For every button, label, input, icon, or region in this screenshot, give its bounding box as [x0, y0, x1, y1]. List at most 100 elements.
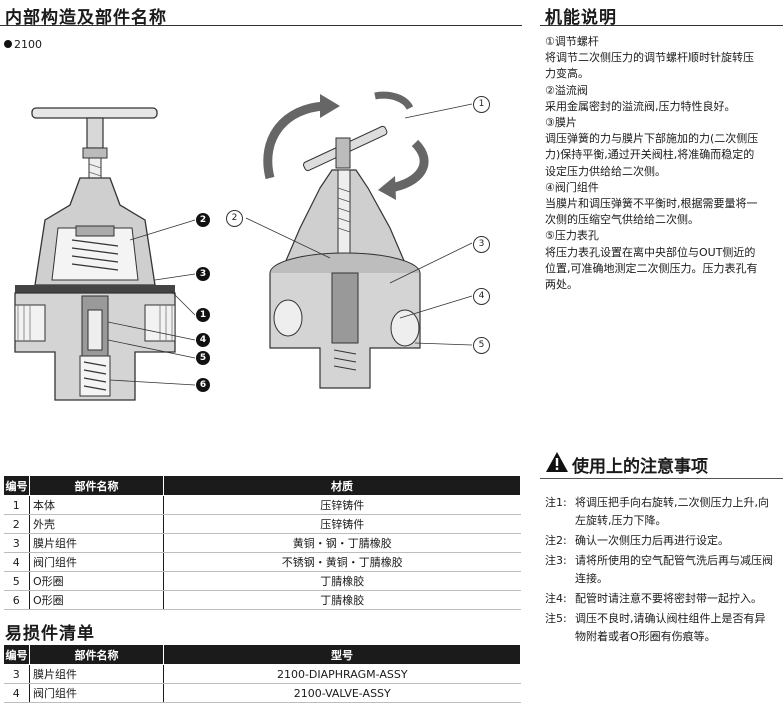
table-row: 2 外壳 压锌铸件 [3, 514, 521, 534]
caution-text: 调压不良时,请确认阀柱组件上是否有异 [575, 612, 766, 625]
table-row: 1 本体 压锌铸件 [3, 495, 521, 515]
table-row: 5 O形圈 丁腈橡胶 [3, 571, 521, 591]
spare-parts-header: 编号 部件名称 型号 [3, 644, 521, 665]
function-text: 当膜片和调压弹簧不平衡时,根据需要量将一 [545, 197, 758, 211]
function-text: 采用金属密封的溢流阀,压力特性良好。 [545, 99, 736, 113]
parts-table: 编号 部件名称 材质 1 本体 压锌铸件 2 外壳 压锌铸件 3 膜片组件 黄铜… [3, 475, 521, 610]
callout-6: 6 [196, 378, 210, 392]
cell-material: 丁腈橡胶 [163, 590, 521, 610]
col-header-name: 部件名称 [29, 644, 164, 665]
function-item-5: ⑤压力表孔 将压力表孔设置在离中央部位与OUT侧近的 位置,可准确地测定二次侧压… [545, 228, 783, 293]
table-row: 4 阀门组件 2100-VALVE-ASSY [3, 683, 521, 703]
function-item-3: ③膜片 调压弹簧的力与膜片下部施加的力(二次侧压 力)保持平衡,通过开关阀柱,将… [545, 115, 783, 180]
cell-no: 4 [3, 552, 30, 572]
function-heading-5: ⑤压力表孔 [545, 229, 599, 243]
cell-material: 黄铜・钢・丁腈橡胶 [163, 533, 521, 553]
caution-text: 配管时请注意不要将密封带一起拧入。 [575, 592, 762, 605]
table-row: 3 膜片组件 黄铜・钢・丁腈橡胶 [3, 533, 521, 553]
cell-no: 4 [3, 683, 30, 703]
cautions-list: 注1: 将调压把手向右旋转,二次侧压力上升,向左旋转,压力下降。 注2: 确认一… [545, 494, 781, 648]
caution-text: 确认一次侧压力后再进行设定。 [575, 534, 729, 547]
col-header-material: 材质 [163, 475, 521, 496]
structure-title: 内部构造及部件名称 [5, 8, 167, 28]
cautions-title-rule [540, 478, 783, 479]
col-header-model: 型号 [163, 644, 521, 665]
cell-material: 压锌铸件 [163, 514, 521, 534]
cell-no: 6 [3, 590, 30, 610]
cell-name: O形圈 [29, 571, 164, 591]
caution-text: 左旋转,压力下降。 [575, 514, 667, 527]
callout-1: 1 [196, 308, 210, 322]
function-heading-1: ①调节螺杆 [545, 35, 599, 48]
model-label: 2100 [4, 38, 42, 51]
function-heading-4: ④阀门组件 [545, 180, 599, 194]
function-item-2: ②溢流阀 采用金属密封的溢流阀,压力特性良好。 [545, 83, 783, 115]
col-header-no: 编号 [3, 644, 30, 665]
model-number: 2100 [14, 38, 42, 51]
cell-name: O形圈 [29, 590, 164, 610]
function-text: 将压力表孔设置在离中央部位与OUT侧近的 [545, 245, 756, 259]
bullet-icon [4, 40, 12, 48]
cautions-title: 使用上的注意事项 [572, 457, 708, 477]
caution-key: 注3: [545, 554, 567, 567]
caution-key: 注1: [545, 496, 567, 509]
spare-parts-table: 编号 部件名称 型号 3 膜片组件 2100-DIAPHRAGM-ASSY 4 … [3, 644, 521, 703]
cell-name: 本体 [29, 495, 164, 515]
col-header-name: 部件名称 [29, 475, 164, 496]
cell-no: 3 [3, 533, 30, 553]
function-list: ①调节螺杆 将调节二次侧压力的调节螺杆顺时针旋转压 力变高。 ②溢流阀 采用金属… [545, 34, 783, 293]
function-item-1: ①调节螺杆 将调节二次侧压力的调节螺杆顺时针旋转压 力变高。 [545, 34, 783, 83]
callout-4-detail: 4 [473, 288, 490, 305]
caution-key: 注4: [545, 592, 567, 605]
cell-name: 阀门组件 [29, 683, 164, 703]
callout-2: 2 [196, 213, 210, 227]
caution-note-2: 注2: 确认一次侧压力后再进行设定。 [545, 532, 781, 550]
cell-name: 膜片组件 [29, 533, 164, 553]
cell-name: 外壳 [29, 514, 164, 534]
function-text: 位置,可准确地测定二次侧压力。压力表孔有 [545, 261, 758, 275]
function-title-rule [540, 25, 783, 26]
table-row: 3 膜片组件 2100-DIAPHRAGM-ASSY [3, 664, 521, 684]
caution-note-5: 注5: 调压不良时,请确认阀柱组件上是否有异物附着或者O形圈有伤痕等。 [545, 610, 781, 646]
col-header-no: 编号 [3, 475, 30, 496]
caution-key: 注2: [545, 534, 567, 547]
table-row: 6 O形圈 丁腈橡胶 [3, 590, 521, 610]
function-text: 力变高。 [545, 67, 589, 81]
callout-1-detail: 1 [473, 96, 490, 113]
cell-material: 压锌铸件 [163, 495, 521, 515]
function-text: 次侧的压缩空气供给给二次侧。 [545, 213, 699, 227]
cell-name: 阀门组件 [29, 552, 164, 572]
cell-no: 3 [3, 664, 30, 684]
cross-section-drawing [14, 107, 196, 401]
function-heading-2: ②溢流阀 [545, 83, 588, 97]
parts-table-header: 编号 部件名称 材质 [3, 475, 521, 496]
perspective-drawing [245, 91, 473, 389]
caution-text: 连接。 [575, 572, 608, 585]
cell-no: 5 [3, 571, 30, 591]
caution-note-1: 注1: 将调压把手向右旋转,二次侧压力上升,向左旋转,压力下降。 [545, 494, 781, 530]
function-text: 调压弹簧的力与膜片下部施加的力(二次侧压 [545, 132, 759, 146]
function-item-4: ④阀门组件 当膜片和调压弹簧不平衡时,根据需要量将一 次侧的压缩空气供给给二次侧… [545, 180, 783, 229]
function-text: 两处。 [545, 278, 578, 292]
function-title: 机能说明 [545, 8, 617, 28]
callout-2-detail: 2 [226, 210, 243, 227]
caution-text: 请将所使用的空气配管气洗后再与减压阀 [575, 554, 773, 567]
caution-text: 物附着或者O形圈有伤痕等。 [575, 630, 716, 643]
function-text: 力)保持平衡,通过开关阀柱,将准确而稳定的 [545, 148, 755, 162]
callout-4: 4 [196, 333, 210, 347]
function-text: 设定压力供给给二次侧。 [545, 164, 666, 178]
cell-material: 不锈钢・黄铜・丁腈橡胶 [163, 552, 521, 572]
caution-note-4: 注4: 配管时请注意不要将密封带一起拧入。 [545, 590, 781, 608]
cell-material: 丁腈橡胶 [163, 571, 521, 591]
callout-3-detail: 3 [473, 236, 490, 253]
callout-3: 3 [196, 267, 210, 281]
warning-icon [546, 452, 568, 472]
structure-title-rule [0, 25, 522, 26]
caution-key: 注5: [545, 612, 567, 625]
function-heading-3: ③膜片 [545, 116, 577, 130]
function-text: 将调节二次侧压力的调节螺杆顺时针旋转压 [545, 51, 754, 65]
cell-no: 1 [3, 495, 30, 515]
cell-model: 2100-DIAPHRAGM-ASSY [163, 664, 521, 684]
cell-name: 膜片组件 [29, 664, 164, 684]
callout-5-detail: 5 [473, 337, 490, 354]
